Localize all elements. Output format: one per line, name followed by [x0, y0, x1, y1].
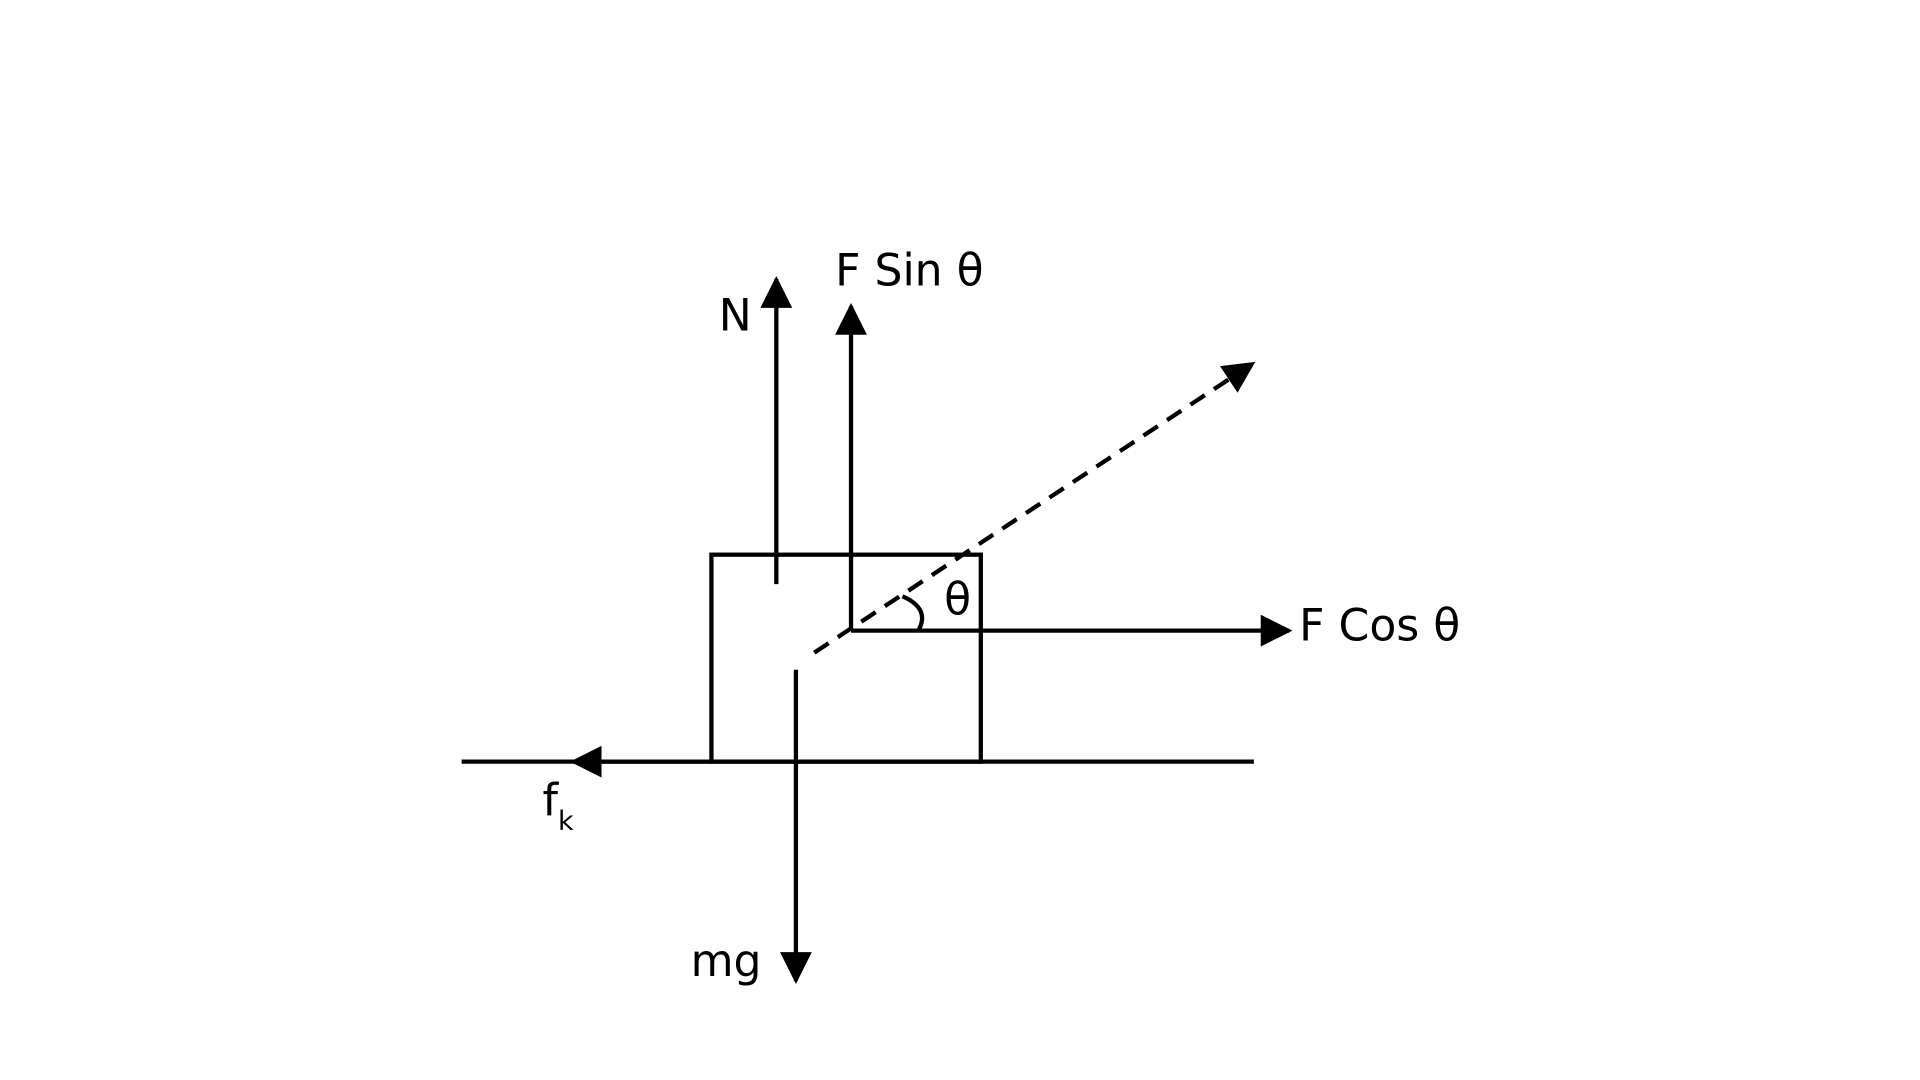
label-theta: θ — [944, 575, 971, 626]
label-normal: N — [719, 291, 752, 342]
angle-arc — [901, 594, 925, 632]
label-weight: mg — [691, 936, 762, 987]
applied-force-dashed-arrow — [813, 361, 1256, 655]
label-friction: fk — [542, 776, 574, 838]
label-f-sin: F Sin θ — [835, 245, 984, 296]
block — [709, 552, 983, 764]
label-f-cos: F Cos θ — [1299, 600, 1460, 651]
